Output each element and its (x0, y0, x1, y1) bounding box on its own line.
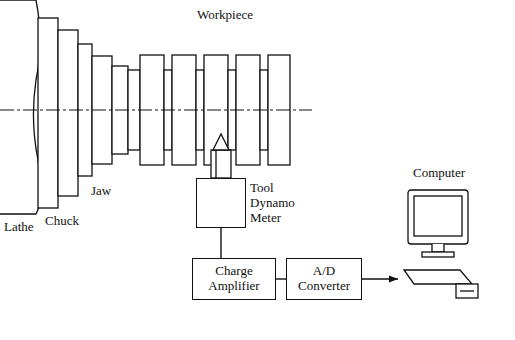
device-label: Computer (398, 166, 480, 181)
dynamometer-box: Tool Dynamo Meter (196, 178, 246, 228)
chuck (38, 18, 78, 208)
center-line (0, 110, 312, 111)
part-label: Jaw (90, 184, 112, 199)
part-label: Chuck (44, 214, 80, 229)
amplifier-box: Charge Amplifier (192, 258, 276, 300)
lathe-body (0, 0, 41, 214)
part-label: Lathe (3, 220, 35, 235)
box-label: Charge Amplifier (193, 264, 275, 294)
computer-node: Computer (398, 166, 480, 308)
computer-icon (398, 188, 480, 306)
converter-box: A/D Converter (286, 258, 362, 300)
signal-line (220, 228, 221, 258)
signal-line (276, 278, 286, 279)
device-label: Tool Dynamo Meter (250, 181, 308, 226)
box-label: A/D Converter (287, 264, 361, 294)
cutting-tool (211, 134, 231, 178)
part-label: Workpiece (196, 8, 254, 23)
signal-line (362, 278, 398, 279)
